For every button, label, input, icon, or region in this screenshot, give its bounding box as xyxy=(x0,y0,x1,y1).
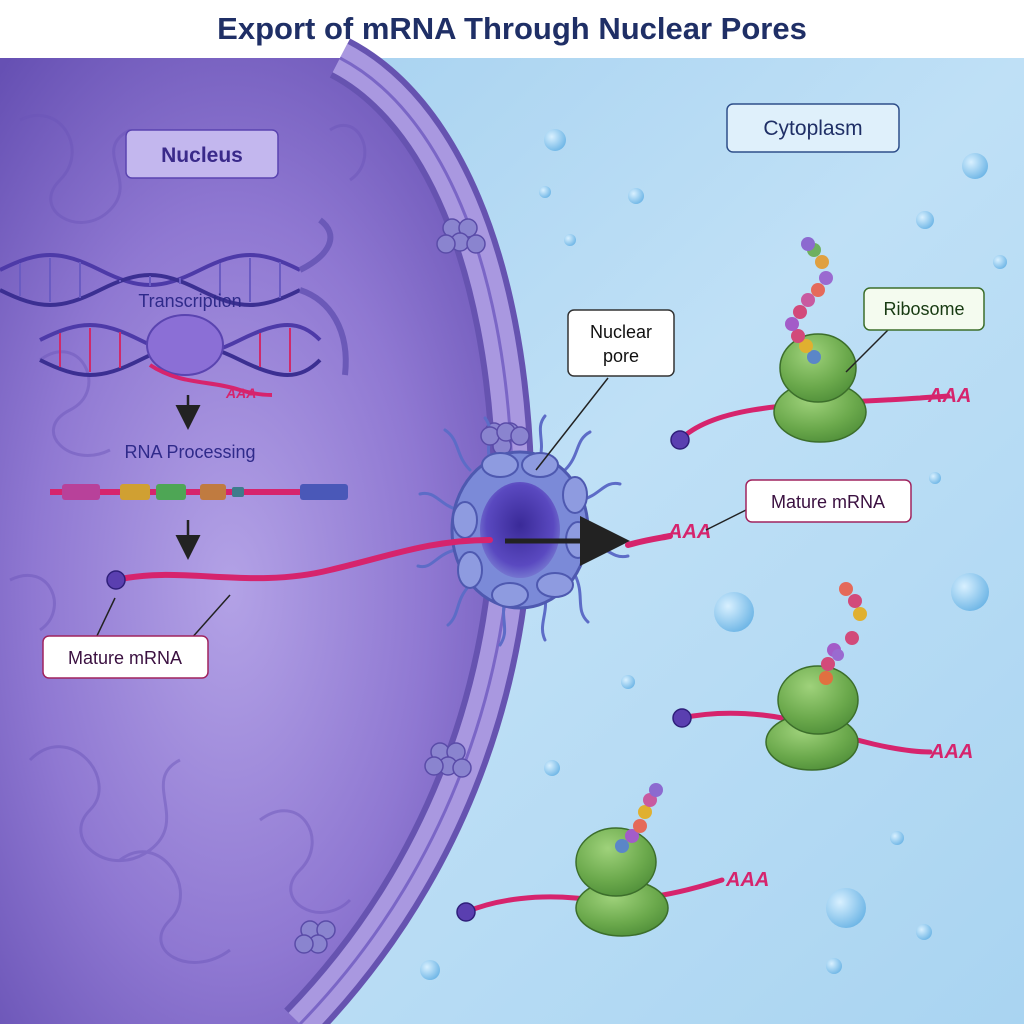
nascent-rna-poly-a: AAA xyxy=(225,385,256,401)
label-nucleus: Nucleus xyxy=(126,130,278,178)
exported-mrna-poly-a: AAA xyxy=(667,521,711,543)
label-transcription: Transcription xyxy=(138,291,241,311)
nuclear-pore-line-1: Nuclear xyxy=(590,322,652,342)
label-mature-mrna-cytoplasm: Mature mRNA xyxy=(746,480,911,522)
label-cytoplasm: Cytoplasm xyxy=(727,104,899,152)
svg-text:Ribosome: Ribosome xyxy=(883,299,964,319)
ribosome-2-poly-a: AAA xyxy=(929,741,973,763)
ribosome-3-poly-a: AAA xyxy=(725,869,769,891)
label-ribosome: Ribosome xyxy=(864,288,984,330)
svg-text:Mature mRNA: Mature mRNA xyxy=(771,492,885,512)
mrna-5-cap xyxy=(107,571,125,589)
svg-text:Mature mRNA: Mature mRNA xyxy=(68,648,182,668)
rna-polymerase xyxy=(147,315,223,375)
label-nuclear-pore: Nuclear pore xyxy=(568,310,674,376)
label-mature-mrna-nucleus: Mature mRNA xyxy=(43,636,208,678)
ribosome-1-poly-a: AAA xyxy=(927,385,971,407)
svg-text:Cytoplasm: Cytoplasm xyxy=(763,117,862,140)
label-rna-processing: RNA Processing xyxy=(124,442,255,462)
nuclear-pore-line-2: pore xyxy=(603,346,639,366)
svg-text:Nucleus: Nucleus xyxy=(161,144,243,167)
